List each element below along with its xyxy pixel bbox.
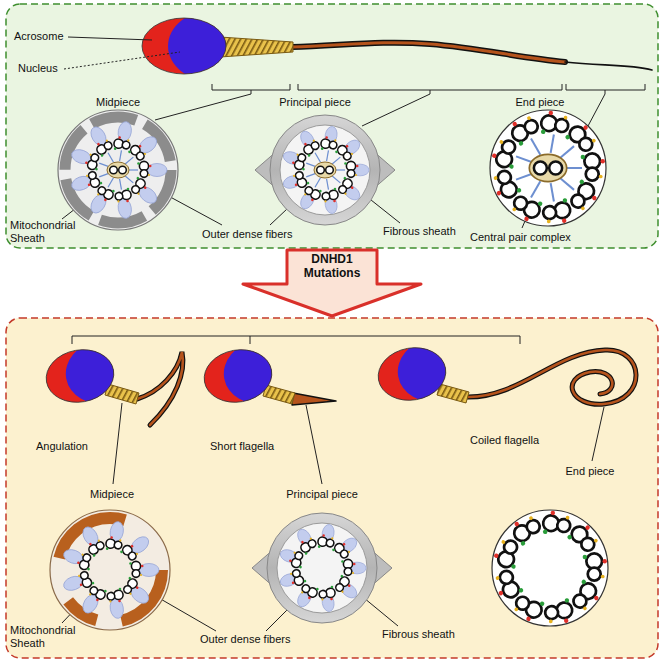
part-label: Outer dense fibers: [200, 633, 291, 646]
part-label: Midpiece: [96, 96, 140, 109]
normal-principal-section: [255, 115, 395, 225]
short-flagellum-sperm: [199, 334, 336, 414]
bracket: [72, 336, 520, 344]
angulated-sperm: [41, 334, 183, 425]
part-label: Principal piece: [279, 96, 351, 109]
mutant-endpiece-section: [491, 509, 608, 626]
part-label: Principal piece: [286, 488, 358, 501]
leader-lines: [62, 37, 645, 228]
part-label: Fibrous sheath: [383, 225, 456, 238]
normal-midpiece-section: [58, 110, 178, 230]
normal-endpiece-section: [489, 109, 606, 226]
mutant-panel: [6, 318, 658, 658]
part-label: Acrosome: [14, 30, 64, 43]
part-label: Outer dense fibers: [202, 228, 293, 241]
part-label: Nucleus: [18, 62, 58, 75]
part-label: Midpiece: [90, 488, 134, 501]
normal-panel: [6, 4, 658, 248]
mutant-midpiece-section: [50, 510, 170, 630]
part-label: Short flagella: [210, 440, 274, 453]
mutant-principal-section: [252, 513, 392, 623]
part-label: Angulation: [36, 440, 88, 453]
normal-sperm: [142, 10, 652, 82]
part-label: Fibrous sheath: [382, 628, 455, 641]
part-label: Mitochondrial Sheath: [10, 219, 84, 245]
part-label: End piece: [566, 465, 615, 478]
coiled-flagellum-sperm: [373, 332, 636, 412]
part-label: End piece: [516, 96, 565, 109]
part-label: Coiled flagella: [470, 434, 539, 447]
part-label: Central pair complex: [470, 231, 571, 244]
mutation-arrow: DNHD1 Mutations: [240, 248, 424, 318]
part-label: Mitochondrial Sheath: [10, 624, 84, 650]
arrow-label: DNHD1 Mutations: [287, 248, 377, 280]
